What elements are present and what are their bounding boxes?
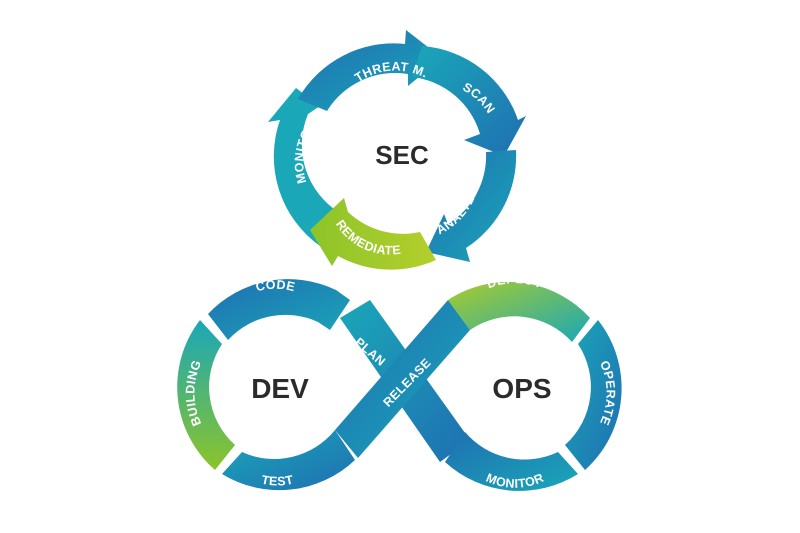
dev-center-label: DEV <box>251 373 309 404</box>
dev-test-segment <box>222 430 355 491</box>
sec-threat-segment <box>298 30 442 111</box>
dev-test-label: TEST <box>260 473 294 489</box>
dev-code-segment <box>208 279 350 340</box>
sec-scan-segment <box>412 46 526 156</box>
ops-deploy-segment <box>448 281 590 342</box>
ops-operate-label: OPERATE <box>597 359 618 428</box>
dev-building-segment <box>177 320 235 470</box>
dev-building-label: BUILDING <box>183 358 204 428</box>
sec-center-label: SEC <box>375 140 429 170</box>
ops-monitor-segment <box>445 432 578 491</box>
sec-remediate-segment <box>310 198 436 270</box>
ops-operate-segment <box>565 320 622 470</box>
release-segment <box>335 300 470 458</box>
sec-monitor-segment <box>268 88 340 246</box>
ops-monitor-label: MONITOR <box>484 471 546 491</box>
sec-cycle: THREAT M. SCAN ANALYZE REMEDIATE MONITOR… <box>268 30 526 270</box>
devops-loop: CODE BUILDING TEST PLAN RELEASE DEPLOY O… <box>177 272 622 491</box>
ops-center-label: OPS <box>492 373 551 404</box>
sec-analyze-segment <box>426 150 517 262</box>
